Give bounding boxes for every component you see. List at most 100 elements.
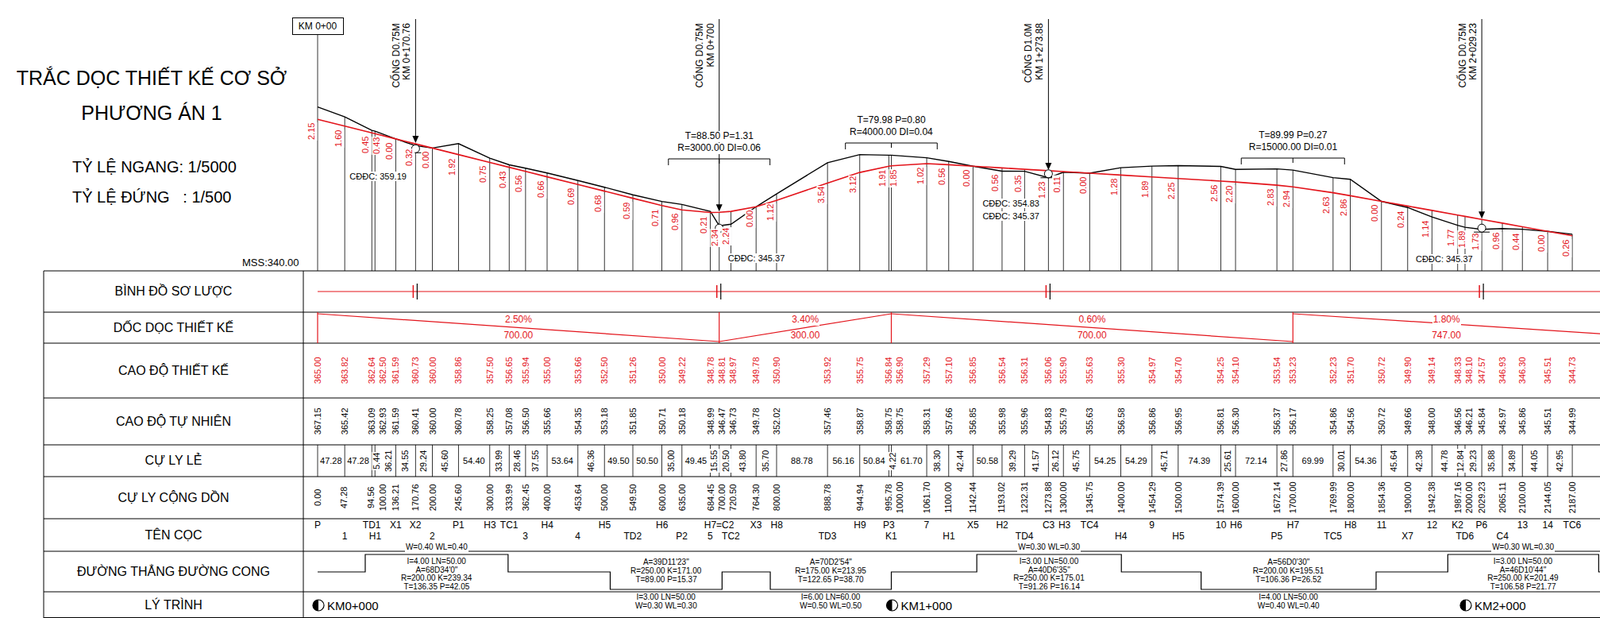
stake-name: TC6: [1562, 520, 1583, 532]
stake-name: 4: [574, 531, 582, 543]
cell-divider: [604, 444, 606, 477]
stake-name: P3: [882, 520, 896, 532]
segment-distance: 35.00: [666, 448, 678, 473]
natural-elevation: 358.87: [854, 406, 865, 436]
cumulative-distance: 1500.00: [1172, 480, 1184, 514]
station-line: [489, 158, 490, 271]
table-rule: [43, 270, 45, 618]
curve-bracket: [1241, 158, 1242, 165]
segment-distance: 4.22: [887, 451, 899, 470]
segment-distance: 29.24: [418, 448, 429, 473]
stake-name: H8: [770, 520, 784, 532]
segment-distance: 36.21: [383, 448, 394, 473]
cumulative-distance: 1142.44: [967, 481, 979, 514]
header-text: CAO ĐỘ TỰ NHIÊN: [115, 414, 232, 429]
cumulative-distance: 1900.00: [1402, 480, 1413, 514]
culvert-station: KM 1+273.88: [1034, 22, 1046, 81]
grade-percent: 3.40%: [790, 314, 820, 326]
natural-elevation: 356.58: [1115, 406, 1126, 436]
design-elevation: 358.86: [453, 355, 464, 385]
curve-element: T=106.58 P=21.77: [1489, 582, 1558, 592]
cell-divider: [547, 444, 548, 477]
station-line: [1522, 226, 1523, 271]
stake-name: TD1: [362, 520, 382, 532]
station-line: [1502, 223, 1504, 271]
natural-elevation: 361.59: [390, 406, 401, 436]
stake-name: X3: [749, 520, 764, 532]
cumulative-distance: 2187.00: [1567, 480, 1578, 514]
cumulative-distance: 1100.00: [943, 481, 954, 514]
natural-elevation: 358.75: [894, 406, 906, 436]
natural-elevation: 349.66: [1402, 406, 1413, 436]
table-rule: [43, 343, 1600, 344]
natural-elevation: 345.84: [1476, 406, 1488, 436]
natural-elevation: 346.47: [716, 406, 727, 436]
grade-tick: [890, 312, 892, 344]
stake-name: H4: [1114, 531, 1128, 543]
segment-distance: 54.29: [1124, 455, 1149, 467]
natural-elevation: 358.75: [883, 406, 895, 436]
plan-culvert: [1483, 283, 1485, 300]
station-box: KM 0+00: [292, 17, 344, 35]
curve-bracket: [718, 158, 720, 164]
stake-name: H6: [655, 520, 669, 532]
cumulative-distance: 500.00: [599, 482, 610, 512]
drawing-title: TRẮC DỌC THIẾT KẾ CƠ SỞ PHƯƠNG ÁN 1: [7, 60, 296, 131]
curve-element: W=0.30 WL=0.30: [1017, 542, 1081, 552]
station-line: [524, 168, 526, 271]
stake-name: TC4: [1079, 520, 1100, 532]
table-rule: [43, 616, 1600, 618]
stake-name: H7: [1286, 520, 1300, 532]
elevation-difference: 0.00: [1370, 204, 1381, 223]
elevation-difference: 0.35: [1013, 173, 1024, 193]
segment-distance: 45.71: [1160, 448, 1171, 473]
cell-divider: [1177, 444, 1179, 477]
natural-elevation: 356.30: [1230, 406, 1242, 436]
cumulative-distance: 1942.38: [1426, 480, 1438, 514]
elevation-difference: 0.43: [371, 136, 382, 155]
vertical-curve-data: R=3000.00 DI=0.06: [676, 142, 762, 155]
elevation-difference: 1.73: [1470, 231, 1481, 251]
row-header: TÊN CỌC: [44, 519, 303, 551]
culvert-label: CỐNG D1.0M: [1023, 22, 1035, 84]
curve-bracket: [1292, 158, 1294, 163]
station-line: [1089, 173, 1091, 271]
header-text: CAO ĐỘ THIẾT KẾ: [118, 363, 229, 378]
elevation-difference: 0.75: [478, 165, 490, 184]
segment-distance: 54.40: [462, 455, 486, 467]
elevation-difference: 1.12: [765, 203, 776, 222]
design-elevation: 350.00: [656, 355, 667, 385]
elevation-difference: 0.43: [497, 169, 509, 189]
curve-element: A=39D11'23": [642, 557, 691, 567]
cell-divider: [1292, 444, 1294, 477]
natural-elevation: 350.18: [676, 406, 687, 436]
header-text: KM 0+00: [298, 20, 337, 32]
stake-name: TD6: [1455, 531, 1476, 543]
cumulative-distance: 800.00: [771, 482, 783, 512]
station-line: [431, 147, 433, 271]
culvert-label: CỐNG D0.75M: [1457, 22, 1469, 89]
cell-divider: [524, 444, 526, 477]
elevation-difference: 0.21: [698, 215, 710, 234]
curve-element: W=0.30 WL=0.30: [634, 601, 698, 611]
station-line: [508, 165, 510, 271]
design-elevation: 345.51: [1542, 355, 1554, 385]
plan-culvert: [716, 285, 718, 298]
stake-name: X1: [389, 520, 403, 532]
cumulative-distance: 1273.88: [1043, 480, 1054, 514]
stake-name: 2: [428, 531, 436, 543]
design-elevation: 356.85: [967, 355, 979, 385]
design-elevation: 353.66: [572, 355, 583, 385]
elevation-difference: 0.68: [593, 193, 604, 213]
elevation-difference: 0.00: [1078, 176, 1089, 195]
station-line: [972, 165, 974, 271]
cell-divider: [1332, 444, 1334, 477]
curve-bracket: [667, 158, 669, 166]
elevation-difference: 0.11: [1052, 175, 1063, 194]
segment-distance: 50.58: [975, 455, 1000, 467]
design-elevation: 348.97: [727, 355, 738, 385]
natural-elevation: 345.97: [1497, 406, 1508, 436]
datum-label: MSS:340.00: [241, 257, 301, 270]
natural-elevation: 356.95: [1172, 406, 1184, 436]
cell-divider: [827, 444, 829, 477]
